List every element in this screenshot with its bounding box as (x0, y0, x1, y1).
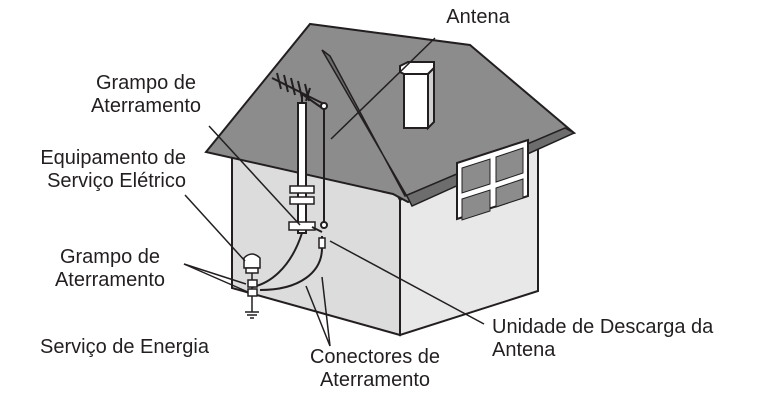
leader-lines (183, 37, 485, 347)
electric-service-label: Equipamento de Serviço Elétrico (4, 147, 186, 193)
window (456, 138, 529, 221)
antenna-label-text: Antena (446, 6, 510, 28)
electric-meter-icon (243, 253, 261, 312)
antenna-label: Antena (414, 6, 542, 29)
electric-service-line-2: Serviço Elétrico (47, 170, 186, 192)
discharge-unit-label: Unidade de Descarga da Antena (492, 316, 713, 362)
grounding-connectors-label: Conectores de Aterramento (290, 346, 460, 392)
ground-clamp-top-line-2: Aterramento (90, 95, 202, 117)
ground-clamp-bottom-label: Grampo de Aterramento (40, 246, 180, 292)
grounding-connectors-line-2: Aterramento (319, 369, 431, 391)
ground-symbol-icon (245, 311, 259, 319)
chimney (399, 61, 435, 131)
discharge-unit-icon (318, 237, 326, 249)
antenna-icon (271, 72, 328, 225)
ground-clamp-bottom-line-1: Grampo de (59, 246, 161, 268)
electric-service-line-1: Equipamento de (40, 147, 186, 169)
ground-clamp-top-label: Grampo de Aterramento (76, 72, 216, 118)
ground-clamp-top-line-1: Grampo de (95, 72, 197, 94)
mast-brackets (288, 185, 316, 231)
power-service-label: Serviço de Energia (40, 336, 209, 359)
discharge-unit-line-2: Antena (492, 339, 556, 361)
antenna-mast (297, 102, 307, 234)
discharge-unit-line-1: Unidade de Descarga da (492, 316, 714, 338)
grounding-connectors-line-1: Conectores de (309, 346, 441, 368)
roof-trim (321, 49, 576, 207)
ground-clamp-bottom-line-2: Aterramento (54, 269, 166, 291)
power-service-text: Serviço de Energia (40, 336, 209, 358)
